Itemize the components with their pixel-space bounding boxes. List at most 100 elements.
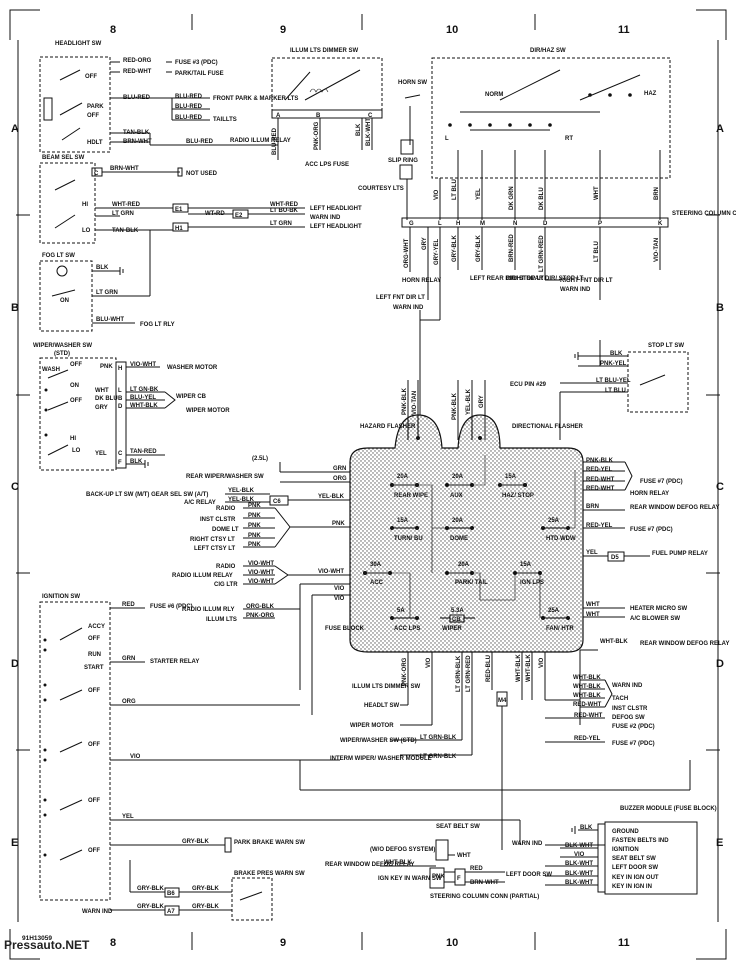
svg-text:FUEL PUMP RELAY: FUEL PUMP RELAY [652,551,708,557]
svg-text:15A: 15A [505,474,517,480]
dimmer-sw-title: ILLUM LTS DIMMER SW [290,48,359,54]
svg-text:ECU PIN #29: ECU PIN #29 [510,382,547,388]
svg-text:FUSE #7 (PDC): FUSE #7 (PDC) [640,479,683,485]
svg-text:DIRECTIONAL FLASHER: DIRECTIONAL FLASHER [512,424,584,430]
svg-text:BRN: BRN [654,187,660,200]
svg-text:AUX: AUX [450,493,463,499]
svg-text:G: G [409,221,414,227]
svg-text:OFF: OFF [70,398,82,404]
svg-text:B: B [118,396,123,402]
svg-text:VIO-WHT: VIO-WHT [248,570,274,576]
svg-text:GRY-BLK: GRY-BLK [476,235,482,262]
svg-text:F: F [457,876,461,882]
svg-text:OFF: OFF [70,362,82,368]
svg-text:CIG LTR: CIG LTR [214,582,238,588]
svg-text:WIPER: WIPER [442,626,462,632]
diagram-id: 91H13059 [22,935,52,942]
svg-text:F: F [118,460,122,466]
svg-text:WASH: WASH [42,367,60,373]
svg-text:RED-WHT: RED-WHT [573,702,602,708]
svg-text:TAILLTS: TAILLTS [213,117,237,123]
svg-text:VIO: VIO [426,657,432,668]
svg-text:VIO-TAN: VIO-TAN [654,238,660,262]
svg-text:25A: 25A [548,608,560,614]
svg-text:STEERING COLUMN CONN (PARTIAL): STEERING COLUMN CONN (PARTIAL) [430,894,539,900]
col-label-8: 8 [110,24,116,36]
headlight-switch: HEADLIGHT SW OFF PARK OFF HDLT RED-ORG R… [39,41,298,153]
svg-text:ACC LPS FUSE: ACC LPS FUSE [305,162,349,168]
svg-text:PNK: PNK [432,874,445,880]
svg-text:GRY-BLK: GRY-BLK [182,839,209,845]
svg-text:VIO: VIO [334,586,345,592]
svg-text:WHT: WHT [457,853,471,859]
svg-text:LO: LO [72,448,81,454]
svg-text:WARN IND: WARN IND [82,909,113,915]
svg-text:SLIP RING: SLIP RING [388,158,418,164]
svg-text:NORM: NORM [485,92,503,98]
svg-text:GRY-BLK: GRY-BLK [137,886,164,892]
col-label-11-bottom: 11 [618,937,630,949]
svg-text:VIO-WHT: VIO-WHT [248,561,274,567]
svg-text:OFF: OFF [88,688,100,694]
svg-text:LEFT REAR DIR/ STOP LT: LEFT REAR DIR/ STOP LT [470,276,544,282]
svg-text:M4: M4 [498,698,507,704]
svg-text:OFF: OFF [87,113,99,119]
svg-text:RADIO ILLUM RLY: RADIO ILLUM RLY [182,607,234,613]
svg-text:VIO-WHT: VIO-WHT [248,579,274,585]
svg-text:WHT-BLK: WHT-BLK [573,684,601,690]
svg-text:A: A [276,113,281,119]
svg-text:C: C [94,171,99,177]
svg-text:C: C [118,451,123,457]
fuse-fan-htr: 25A FAN/ HTR [541,608,574,632]
svg-text:BLK: BLK [580,825,593,831]
svg-text:VIO: VIO [130,754,141,760]
svg-text:PNK-BLK: PNK-BLK [452,392,458,420]
svg-text:YEL-BLK: YEL-BLK [228,497,255,503]
svg-text:LT BLU: LT BLU [605,388,626,394]
svg-text:C: C [368,113,373,119]
svg-text:BLU-RED: BLU-RED [186,139,214,145]
svg-text:VIO-WHT: VIO-WHT [130,362,156,368]
svg-text:REAR WIPE: REAR WIPE [394,493,428,499]
svg-text:PNK: PNK [248,523,261,529]
left-feed-wires: (2.5L) REAR WIPER/WASHER SW BACK-UP LT S… [86,456,350,715]
svg-text:BLU-RED: BLU-RED [175,115,203,121]
svg-text:LEFT FNT DIR LT: LEFT FNT DIR LT [376,295,425,301]
svg-text:H1: H1 [175,226,183,232]
svg-text:BRAKE PRES WARN SW: BRAKE PRES WARN SW [234,871,305,877]
svg-text:LEFT HEADLIGHT: LEFT HEADLIGHT [310,224,362,230]
svg-text:BRN-WHT: BRN-WHT [470,880,499,886]
svg-text:HORN RELAY: HORN RELAY [630,491,669,497]
svg-text:LEFT DOOR SW: LEFT DOOR SW [506,872,552,878]
svg-text:LT GRN: LT GRN [112,211,134,217]
svg-text:PARK BRAKE WARN SW: PARK BRAKE WARN SW [234,840,305,846]
col-label-9-bottom: 9 [280,937,286,949]
svg-text:STARTER RELAY: STARTER RELAY [150,659,199,665]
svg-text:HTD WDW: HTD WDW [546,536,576,542]
svg-text:ORG-WHT: ORG-WHT [404,238,410,268]
svg-text:OFF: OFF [88,636,100,642]
svg-text:WT-RD: WT-RD [205,211,225,217]
svg-text:VIO: VIO [539,657,545,668]
svg-text:BEAM SEL SW: BEAM SEL SW [42,155,85,161]
svg-text:GRY-BLK: GRY-BLK [192,886,219,892]
svg-text:RED: RED [470,866,483,872]
svg-text:P: P [598,221,602,227]
col-label-8-bottom: 8 [110,937,116,949]
svg-text:C6: C6 [273,499,281,505]
svg-text:B6: B6 [167,891,175,897]
svg-text:GRY-BLK: GRY-BLK [137,904,164,910]
svg-text:LT BLU: LT BLU [594,241,600,262]
svg-text:HI: HI [82,202,88,208]
fuse-block-bottom-wires: PNK-ORG VIO LT GRN-BLK LT GRN-RED RED-BL… [330,652,546,850]
fuse-dome: 20A DOME [445,518,474,542]
steering-column-connector: G L H M N D P K STEERING COLUMN CONN (PA… [376,211,736,430]
svg-text:RADIO: RADIO [216,506,236,512]
svg-text:LT BLU-YEL: LT BLU-YEL [596,378,631,384]
ignition-switch: IGNITION SW ACCY OFF RUN START OFF OFF O… [39,594,691,901]
svg-text:START: START [84,665,104,671]
right-lower-wires: WHT-BLK REAR WINDOW DEFOG RELAY WHT-BLK … [545,639,729,747]
row-label-d-right: D [716,658,724,670]
svg-text:WARN IND: WARN IND [612,683,643,689]
